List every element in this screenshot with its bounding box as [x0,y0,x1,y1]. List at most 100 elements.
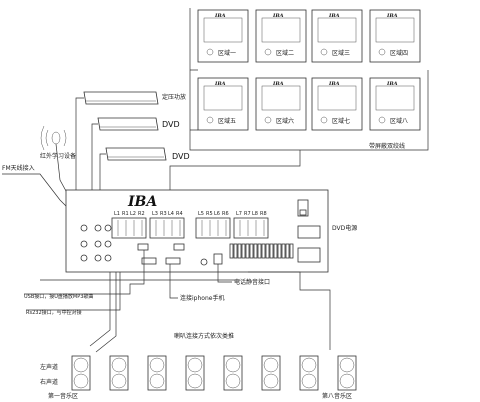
zone-panel-knob [264,116,272,124]
zone-panel-knob [378,116,386,124]
terminal-label: R4 [176,211,183,217]
speaker-terminal [229,243,234,259]
speaker-terminal [285,243,290,259]
terminal-label: R6 [222,211,229,217]
terminal-label: R5 [206,211,213,217]
speaker-pair-3 [147,355,167,391]
zone-label: 区域七 [332,117,350,125]
speaker-cone [301,357,317,373]
terminal-label: L5 [198,211,204,217]
speaker-right-wire [95,272,117,353]
terminal-block [111,217,147,239]
speaker-cone [339,357,355,373]
terminal-label: R7 [244,211,251,217]
terminal-block [195,217,231,239]
rs232-label: Rs232接口，与中控对接 [26,309,82,316]
speaker-terminal [233,243,238,259]
zone-panel-logo: IBA [328,13,340,19]
usb-port [137,243,149,251]
speaker-left-wire [89,272,111,347]
terminal-label: L7 [236,211,242,217]
rs232-wire [26,272,121,311]
speaker-cone [263,357,279,373]
zone-label: 区域一 [218,49,236,57]
zone-panel-logo: IBA [328,81,340,87]
terminal-block [149,217,185,239]
zone-audio-1-label: 第一音乐区 [48,392,78,400]
bus-to-main-line [169,150,301,190]
speaker-terminal [241,243,246,259]
zone-panel-logo: IBA [214,81,226,87]
fm-label: FM天线接入 [2,164,35,172]
zone-panel-logo: IBA [272,13,284,19]
zone-panel-logo: IBA [272,81,284,87]
terminal-label: L6 [214,211,220,217]
terminal-label: R3 [160,211,167,217]
speaker-terminal [289,243,294,259]
zone-panel-logo: IBA [214,13,226,19]
speaker-cone [187,373,203,389]
amplifier-unit [83,91,159,105]
zone-bus-line [189,8,429,151]
zone-panel-knob [320,116,328,124]
speaker-cone [111,373,127,389]
zone-panel-6: IBA 区域六 [255,77,307,131]
speaker-cone [339,373,355,389]
zone-label: 区域六 [276,117,294,125]
ir-label: 红外学习设备 [40,152,76,160]
right-channel-label: 右声道 [40,378,58,386]
speaker-terminal [273,243,278,259]
zone-panel-8: IBA 区域八 [369,77,421,131]
usb-wire [24,250,145,295]
zone-panel-logo: IBA [386,81,398,87]
speaker-terminal [277,243,282,259]
speaker-terminal [245,243,250,259]
terminal-label: L2 [130,211,136,217]
iphone-wire [169,264,178,299]
speaker-terminal [249,243,254,259]
speaker-cone [225,357,241,373]
speaker-pair-6 [261,355,281,391]
speaker-terminal-strip [229,243,294,259]
speaker-terminal [269,243,274,259]
zone-label: 区域二 [276,49,294,57]
speaker-terminal [237,243,242,259]
zone-panel-7: IBA 区域七 [311,77,363,131]
zone-label: 区域八 [390,117,408,125]
terminal-label: R8 [260,211,267,217]
zone-label: 区域五 [218,117,236,125]
dvd-2-label: DVD [172,152,190,161]
ir-sensor-icon [40,125,67,151]
zone-label: 区域三 [332,49,350,57]
terminal-block [233,217,269,239]
port-block-a [141,257,157,265]
rs232-port [173,243,185,251]
zone-panel-knob [206,48,214,56]
dvd-power-label: DVD电源 [332,224,357,232]
speaker-pair-5 [223,355,243,391]
dvd-unit-1 [97,117,159,131]
zone-panel-knob [264,48,272,56]
speaker-cone [73,373,89,389]
power-switch [297,199,309,217]
left-channel-label: 左声道 [40,363,58,371]
terminal-label: L4 [168,211,174,217]
speaker-cone [187,357,203,373]
main-power-socket [297,247,321,263]
zone-panel-5: IBA 区域五 [197,77,249,131]
speaker-terminal [265,243,270,259]
usb-label: USB接口，接U盘播放MP3歌曲 [24,293,93,300]
twisted-pair-label: 带屏蔽双绞线 [369,142,405,150]
zone-panel-2: IBA 区域二 [255,9,307,63]
speaker-cone [149,357,165,373]
speaker-cone [263,373,279,389]
speaker-cone [225,373,241,389]
speaker-pair-4 [185,355,205,391]
speaker-cone [111,357,127,373]
zone-panel-3: IBA 区域三 [311,9,363,63]
zone-panel-1: IBA 区域一 [197,9,249,63]
